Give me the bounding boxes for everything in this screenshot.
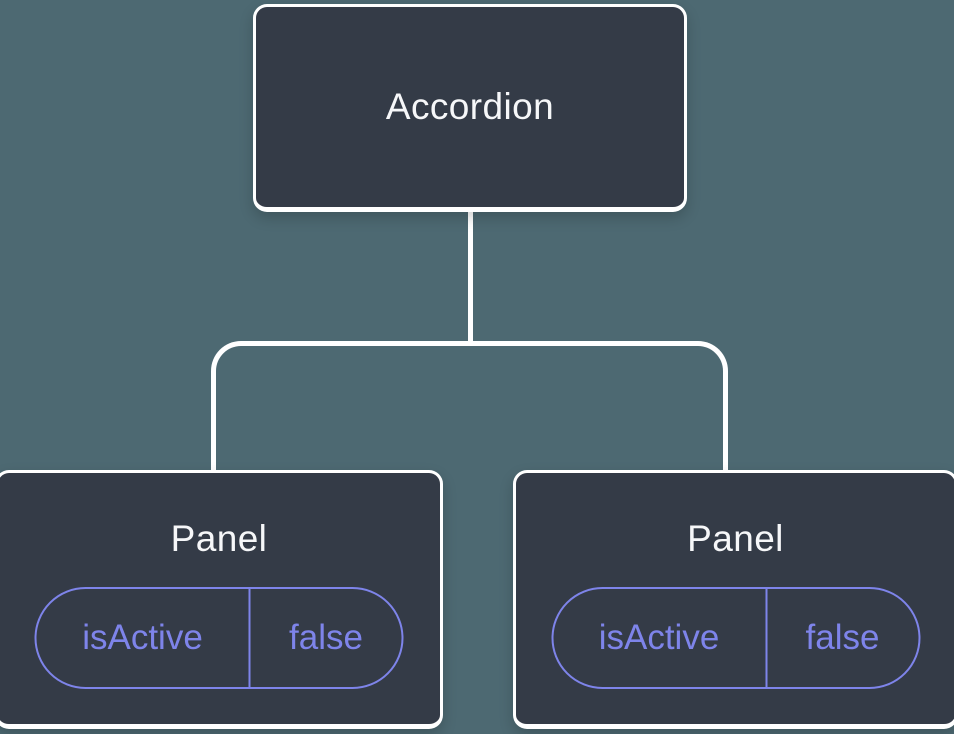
prop-pill: isActive false [551,587,920,689]
connector-stem [468,210,473,346]
panel-node-label: Panel [687,518,784,559]
accordion-node-label: Accordion [385,86,555,127]
connector-bracket [211,341,728,470]
prop-value: false [805,618,880,657]
panel-node-label: Panel [170,518,268,559]
prop-divider [248,589,251,687]
panel-node-right: Panel isActive false [513,470,954,729]
prop-pill: isActive false [34,587,404,689]
prop-divider [765,589,767,687]
prop-value: false [289,618,363,657]
accordion-node: Accordion [253,4,687,212]
prop-name: isActive [598,618,720,657]
panel-node-left: Panel isActive false [0,470,443,729]
prop-name: isActive [82,618,203,657]
